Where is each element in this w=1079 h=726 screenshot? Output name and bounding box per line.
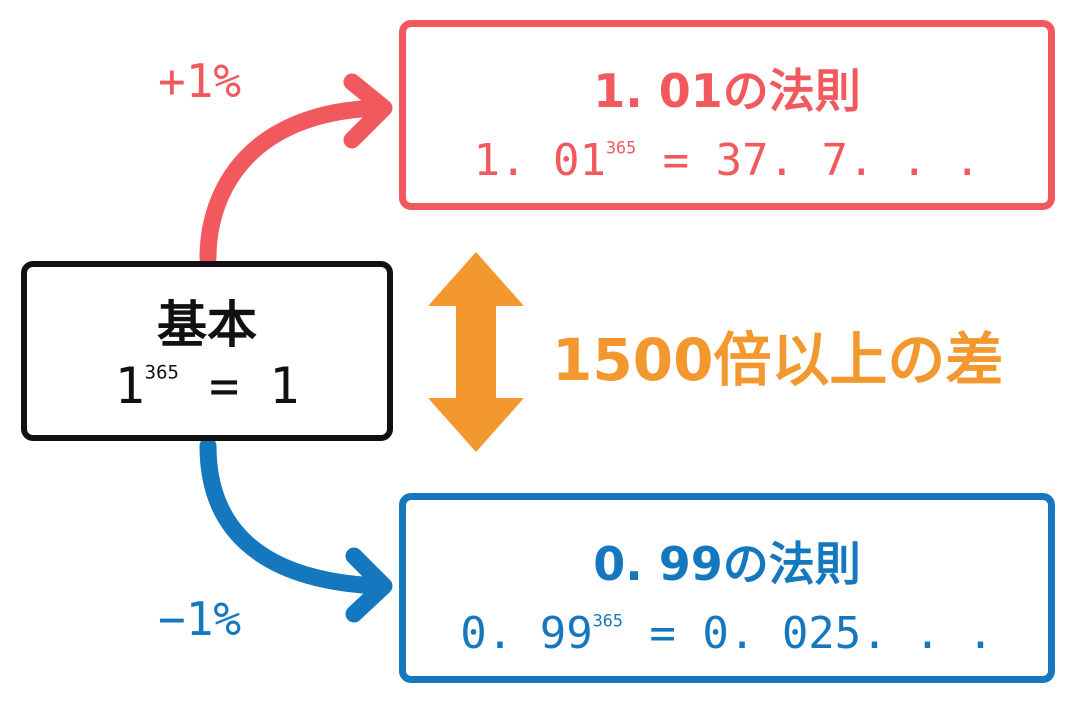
rule-0-99-formula: 0. 99365 = 0. 025. . . xyxy=(406,608,1048,659)
formula-base: 1 xyxy=(114,357,145,415)
curved-arrow-down-icon xyxy=(199,437,393,623)
difference-label: 1500倍以上の差 xyxy=(552,326,1004,394)
base-box: 基本 1365 = 1 xyxy=(21,261,393,441)
base-title: 基本 xyxy=(157,296,257,354)
rule-1-01-title: 1. 01の法則 xyxy=(593,64,861,118)
plus-one-percent-label: +1% xyxy=(158,54,242,108)
rule-1-01-box: 1. 01の法則 1. 01365 = 37. 7. . . xyxy=(399,20,1055,210)
formula-base: 0. 99 xyxy=(460,608,593,659)
rule-0-99-title: 0. 99の法則 xyxy=(593,537,861,591)
rule-0-99-box: 0. 99の法則 0. 99365 = 0. 025. . . xyxy=(399,493,1055,683)
formula-exponent: 365 xyxy=(144,361,179,384)
formula-result: = 0. 025. . . xyxy=(622,608,994,659)
formula-base: 1. 01 xyxy=(473,135,606,186)
formula-exponent: 365 xyxy=(605,137,637,158)
formula-exponent: 365 xyxy=(592,610,623,631)
rule-1-01-formula: 1. 01365 = 37. 7. . . xyxy=(406,135,1048,186)
formula-result: = 1 xyxy=(179,357,300,415)
curved-arrow-up-icon xyxy=(199,73,393,267)
formula-result: = 37. 7. . . xyxy=(636,135,981,186)
double-arrow-icon xyxy=(428,252,524,452)
minus-one-percent-label: −1% xyxy=(158,592,242,646)
base-formula: 1365 = 1 xyxy=(27,357,387,415)
